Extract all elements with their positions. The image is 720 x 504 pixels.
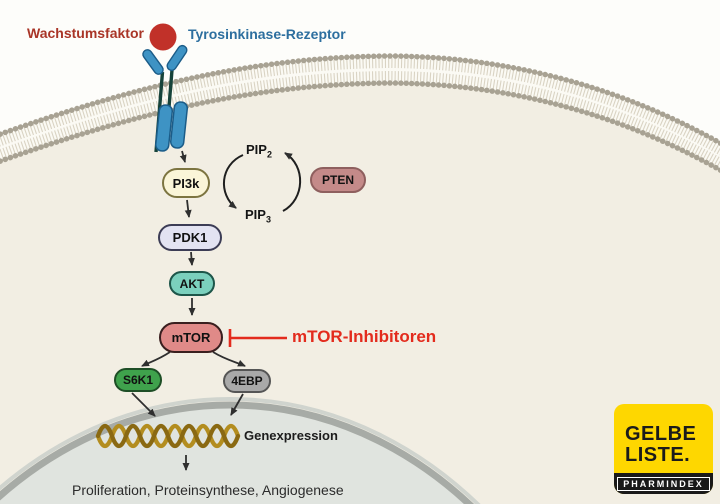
node-pi3k: PI3k [162, 168, 210, 198]
pip2-base: PIP [246, 142, 267, 157]
growth-factor-label: Wachstumsfaktor [27, 25, 144, 41]
arrow-s6k1-to-dna [131, 392, 156, 417]
pip3-base: PIP [245, 207, 266, 222]
receptor-label: Tyrosinkinase-Rezeptor [188, 26, 346, 42]
logo-line1: GELBE [625, 423, 697, 445]
pathway-arrows [131, 150, 246, 471]
dna-helix-icon [95, 423, 241, 449]
membrane-bead-row-inner [0, 80, 720, 174]
membrane-lipid-tails-outer [0, 57, 720, 156]
arrow-mtor-to-s6k1 [141, 351, 171, 367]
nucleus-body [0, 401, 474, 504]
receptor-kinase-domain-right [169, 101, 189, 149]
pip3-subscript: 3 [265, 214, 271, 225]
pip2-label: PIP2 [246, 142, 272, 160]
pip3-label: PIP3 [245, 207, 271, 225]
logo-line2: LISTE. [625, 444, 691, 466]
arrow-pi3k-to-pdk1 [184, 199, 192, 218]
receptor-arm-right [166, 44, 188, 72]
nucleus-halo [0, 397, 481, 504]
outcomes-label: Proliferation, Proteinsynthese, Angiogen… [72, 482, 344, 498]
logo-subline: PHARMINDEX [617, 476, 710, 491]
inhibition-tbar-icon [228, 329, 287, 347]
arrow-pip2-to-pip3 [222, 154, 244, 209]
arrow-pip3-to-pip2 [282, 152, 302, 212]
receptor-arm-left [142, 49, 164, 75]
gelbe-liste-logo: GELBE LISTE. PHARMINDEX [614, 404, 713, 494]
pip-cycle-arrows [222, 152, 302, 212]
arrow-mtor-to-4ebp [212, 351, 246, 367]
membrane-lipid-tails-inner [0, 70, 720, 169]
logo-subline-bar: PHARMINDEX [614, 473, 713, 494]
dna-strand-dark [95, 423, 241, 449]
node-pten: PTEN [310, 167, 366, 193]
node-s6k1: S6K1 [114, 368, 162, 392]
mtor-inhibitor-label: mTOR-Inhibitoren [292, 327, 437, 346]
logo-wordmark: GELBE LISTE. [614, 404, 713, 466]
arrow-receptor-to-pi3k [179, 150, 187, 163]
nucleus [0, 397, 481, 504]
receptor-kinase-domain-left [154, 104, 174, 152]
node-mtor: mTOR [159, 322, 223, 353]
node-pdk1: PDK1 [158, 224, 222, 251]
arrow-pdk1-to-akt [187, 251, 195, 266]
pip2-subscript: 2 [266, 149, 272, 160]
growth-factor-ligand-icon [149, 23, 177, 51]
arrow-4ebp-to-dna [230, 393, 244, 416]
gene-expression-label: Genexpression [244, 428, 338, 443]
cell-membrane [0, 53, 720, 174]
node-akt: AKT [169, 271, 215, 296]
receptor-icon [142, 23, 189, 153]
node-4ebp: 4EBP [223, 369, 271, 393]
membrane-bead-row-outer [0, 53, 720, 147]
